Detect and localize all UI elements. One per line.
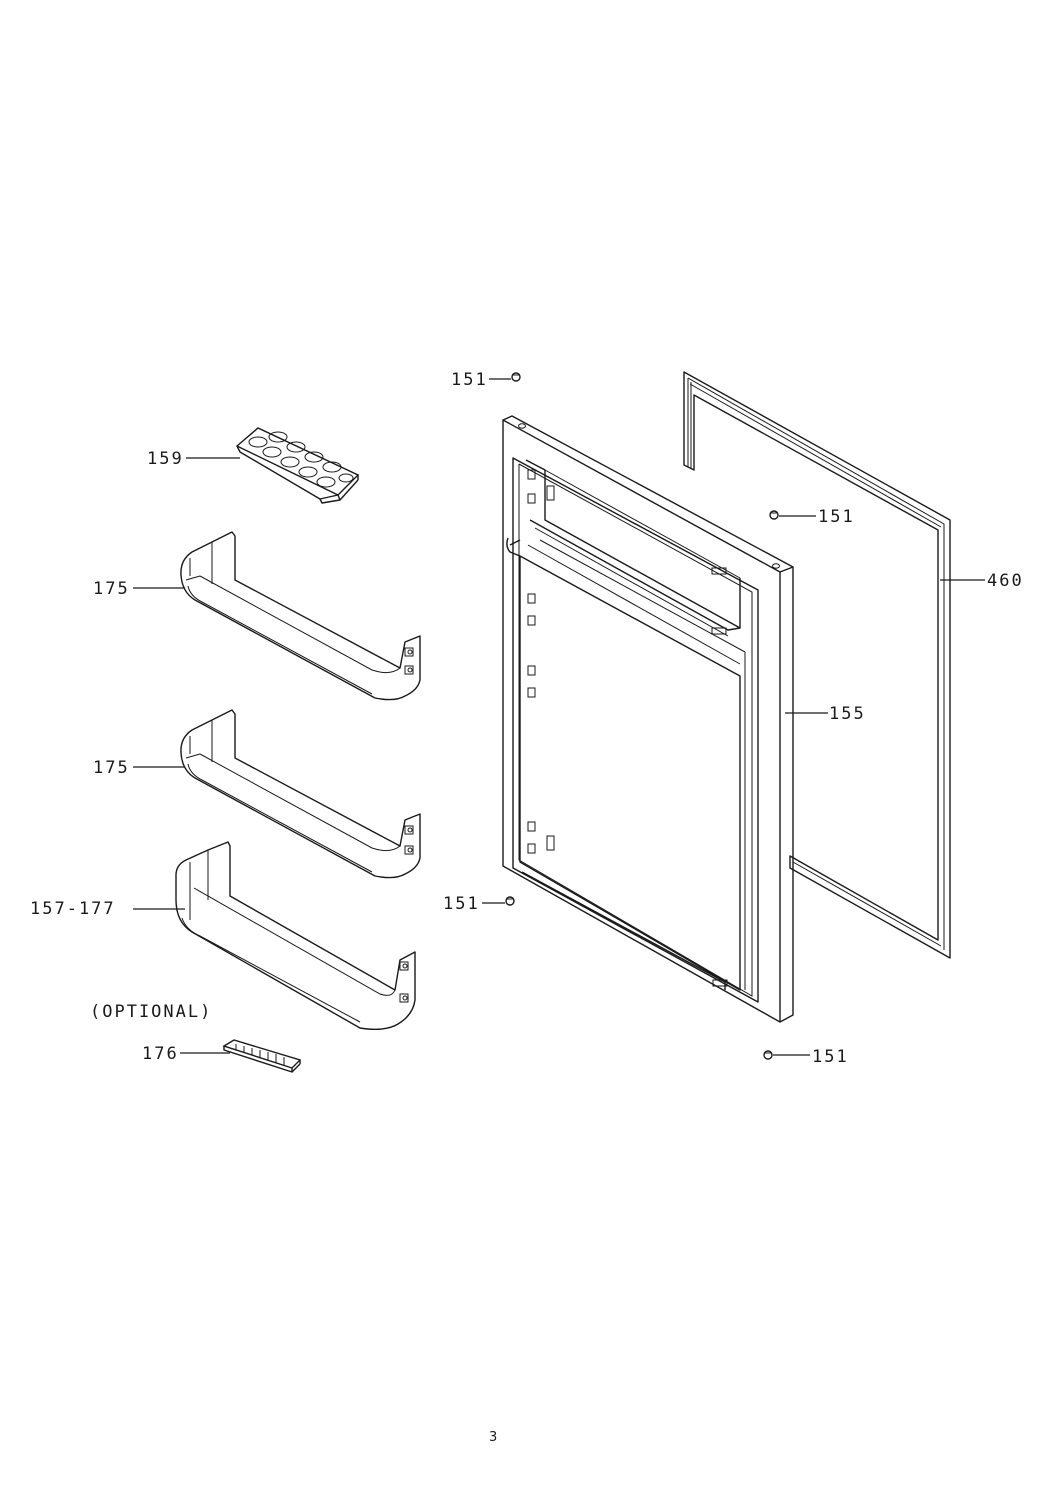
- label-155: 155: [829, 704, 866, 724]
- label-151-left-bottom: 151: [443, 894, 480, 914]
- leader-lines: [133, 378, 985, 1056]
- part-176-strip: [222, 1039, 302, 1073]
- door-liner: [502, 415, 794, 1023]
- label-optional: (OPTIONAL): [90, 1002, 212, 1022]
- hinge-cap-top: [511, 372, 521, 382]
- egg-tray: [235, 427, 360, 504]
- label-175-middle: 175: [93, 758, 130, 778]
- door-shelf-middle: [180, 709, 421, 879]
- hinge-cap-left-bottom: [505, 896, 515, 906]
- label-151-bottom: 151: [812, 1047, 849, 1067]
- egg-cups: [248, 431, 354, 488]
- hinge-cap-bottom: [763, 1050, 773, 1060]
- door-shelf-top: [180, 531, 421, 701]
- label-157-177: 157-177: [30, 899, 116, 919]
- label-151-top: 151: [451, 370, 488, 390]
- label-151-right: 151: [818, 507, 855, 527]
- label-460: 460: [987, 571, 1024, 591]
- door-side-studs: [527, 469, 555, 854]
- door-shelf-bottom: [175, 841, 416, 1031]
- label-176: 176: [142, 1044, 179, 1064]
- label-159: 159: [147, 449, 184, 469]
- page-number: 3: [489, 1430, 497, 1445]
- door-gasket: [683, 371, 951, 959]
- label-175-top: 175: [93, 579, 130, 599]
- hinge-cap-right: [769, 510, 779, 520]
